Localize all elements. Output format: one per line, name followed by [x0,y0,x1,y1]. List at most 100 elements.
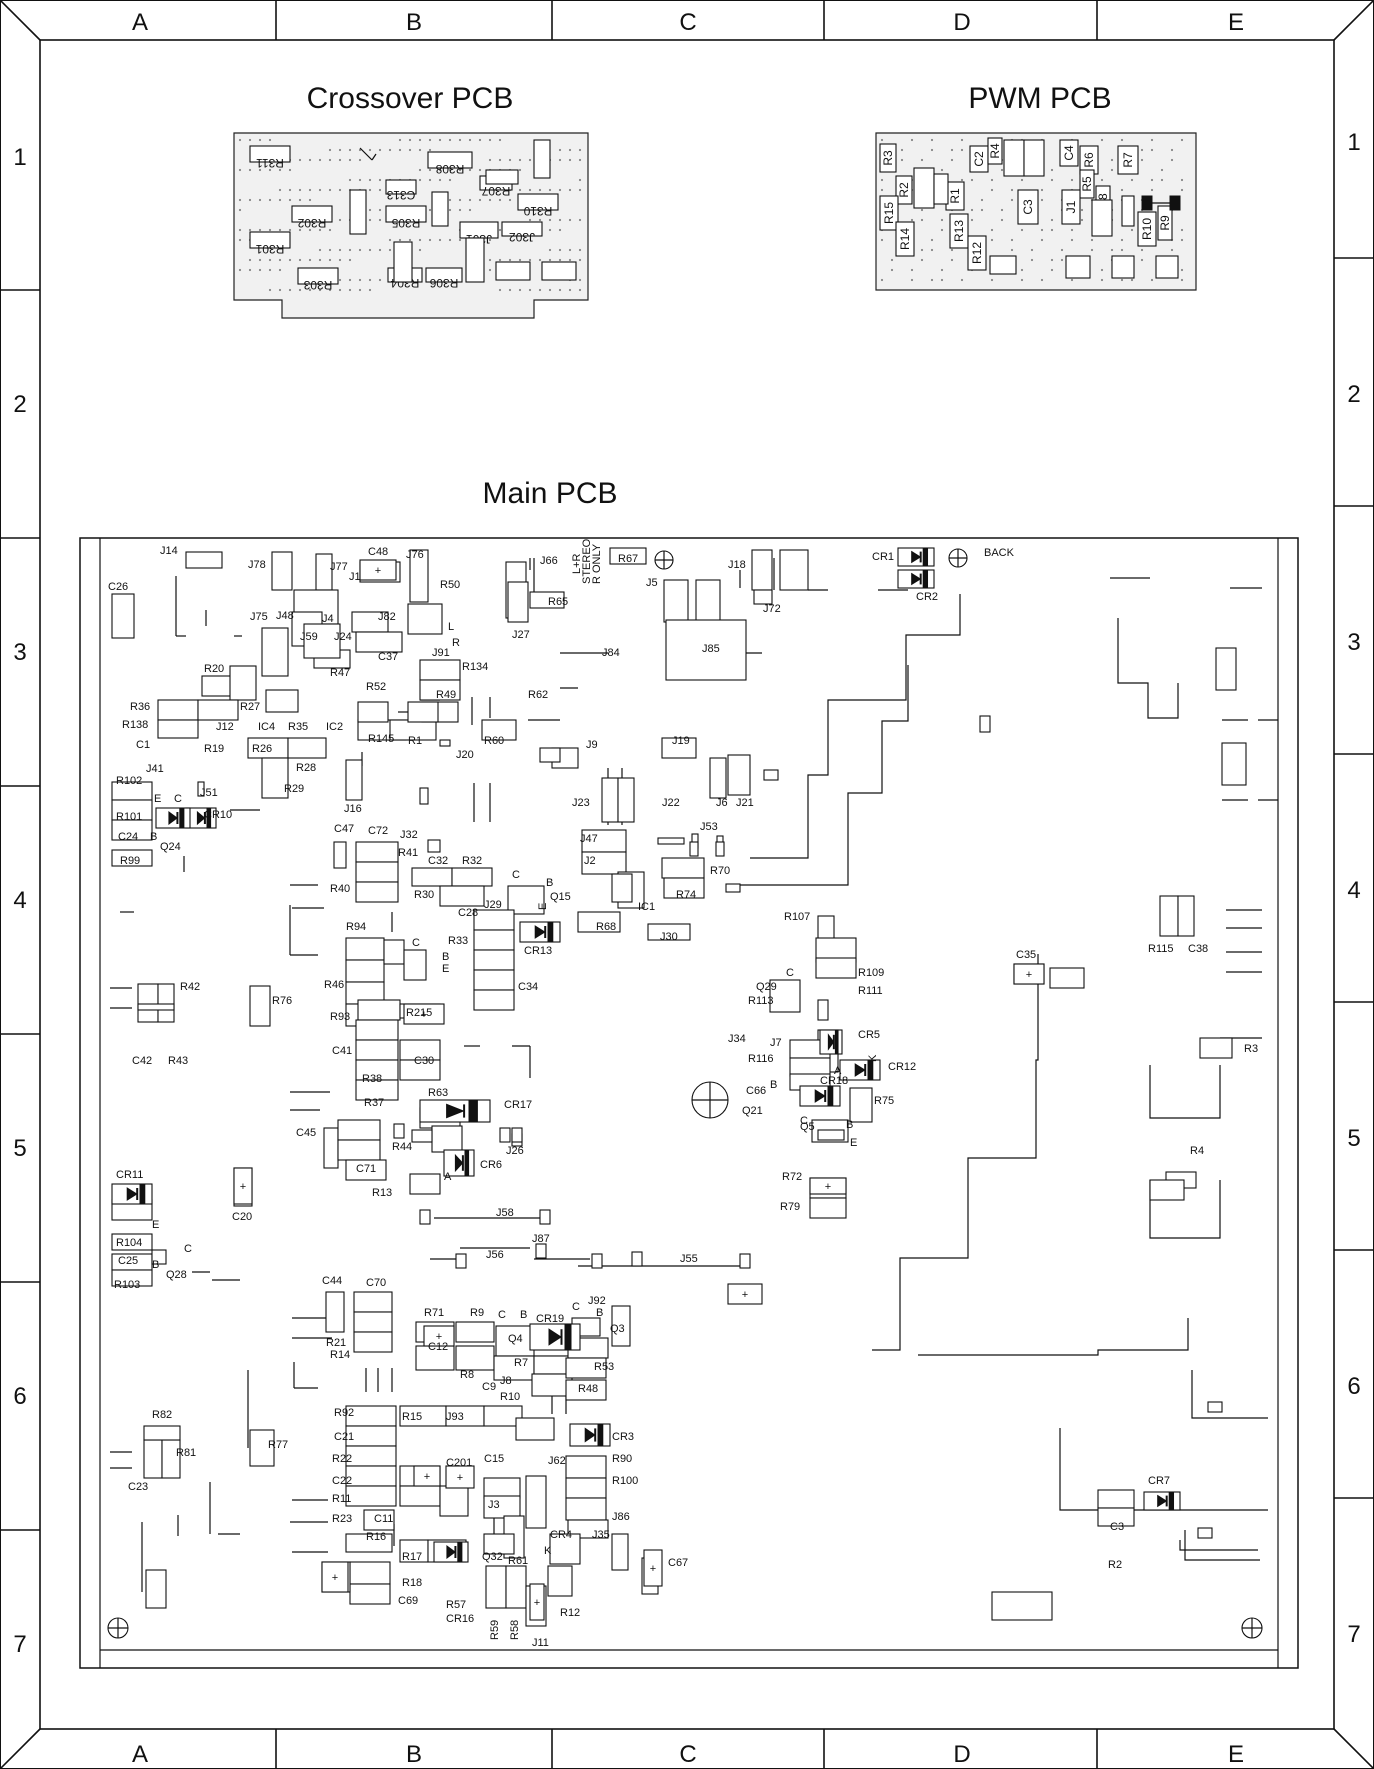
part-ref-label: J82 [378,611,396,623]
component-outline [455,1253,467,1269]
component-outline [185,551,223,569]
component-outline [151,1249,167,1265]
part-ref-label: C [498,1309,506,1321]
component-outline [1097,1507,1135,1527]
component-outline [345,1465,397,1487]
part-ref-label: R15 [402,1411,422,1423]
component-outline [689,841,699,857]
svg-text:+: + [742,1289,748,1301]
part-ref-label: Q24 [160,841,181,853]
resistor-outline [949,213,969,249]
part-ref-label: J92 [588,1295,606,1307]
part-ref-label: R72 [782,1171,802,1183]
crossover-part-label: R306 [429,276,458,290]
component-outline [303,623,341,659]
part-ref-label: J75 [250,611,268,623]
part-ref-label: J47 [580,833,598,845]
pwm-part-label: R2 [897,182,911,198]
component-outline [143,1425,181,1441]
part-ref-label: R47 [330,667,350,679]
component-outline [505,1565,527,1609]
capacitor-icon: + [403,1003,445,1025]
grid-row-4: 4 [13,887,26,914]
grid-row-6: 6 [1347,1373,1360,1400]
pwm-part-label: R12 [970,242,984,264]
component-outline [473,909,515,931]
component-outline [507,581,529,623]
resistor-outline [427,151,473,169]
svg-text:+: + [375,565,381,577]
grid-col-b: B [406,1741,422,1768]
part-ref-label: R18 [402,1577,422,1589]
part-ref-label: R92 [334,1407,354,1419]
part-ref-label: R215 [406,1007,432,1019]
component-outline [355,1019,399,1041]
part-ref-label: C201 [446,1457,472,1469]
main-pcb: ++++++++++++ J14C26J78J77C48J76J1R50J66L… [79,537,1299,1669]
capacitor-icon: + [727,1283,763,1305]
component-outline [473,989,515,1011]
component-outline [355,631,403,653]
part-ref-label: R35 [288,721,308,733]
resistor-outline [1137,211,1157,247]
part-ref-label: C [412,937,420,949]
part-ref-label: R37 [364,1097,384,1109]
component-outline [739,1253,751,1269]
component-outline [493,1355,535,1381]
part-ref-label: R8 [460,1369,474,1381]
component-outline [577,911,621,933]
part-ref-label: CR10 [204,809,232,821]
part-ref-label: R58 [509,1620,521,1640]
component-outline [157,719,199,739]
part-ref-label: E [537,903,549,910]
component-outline [565,1455,607,1479]
part-ref-label: R115 [1148,943,1173,955]
part-ref-label: J19 [672,735,690,747]
part-ref-label: R109 [858,967,884,979]
component-outline [419,679,461,701]
component-outline [265,689,299,713]
resistor-outline [297,267,339,285]
part-ref-label: R41 [398,847,418,859]
part-ref-label: C [184,1243,192,1255]
crossover-part-label: R311 [256,156,284,170]
part-ref-label: R57 [446,1599,466,1611]
diode-icon [433,1541,469,1563]
resistor-outline [249,231,291,249]
diode-icon [839,1059,881,1081]
component-outline [511,1127,523,1143]
part-ref-label: R49 [436,689,456,701]
part-ref-label: C12 [428,1341,448,1353]
crossover-part-label: R301 [255,242,284,256]
component-outline [817,999,829,1021]
part-ref-label: J62 [548,1455,566,1467]
component-outline [357,701,389,723]
part-ref-label: R93 [330,1011,350,1023]
part-ref-label: R48 [578,1383,598,1395]
part-ref-label: R40 [330,883,350,895]
component-outline [1065,255,1091,279]
grid-row-3: 3 [13,639,26,666]
component-outline [325,1291,345,1333]
mounting-hole-icon [654,550,674,570]
component-outline [483,1405,523,1427]
svg-text:+: + [240,1181,246,1193]
crossover-part-label: R305 [391,216,420,230]
part-ref-label: J87 [532,1233,550,1245]
component-outline [541,261,577,281]
component-outline [409,549,429,603]
part-ref-label: C45 [296,1127,316,1139]
component-outline [533,139,551,179]
component-outline [229,665,257,701]
crossover-part-label: R302 [297,216,326,230]
part-ref-label: J34 [728,1033,746,1045]
part-ref-label: R76 [272,995,292,1007]
resistor-outline [895,221,915,257]
part-ref-label: CR7 [1148,1475,1170,1487]
component-outline [751,549,773,591]
part-ref-label: J11 [532,1637,549,1649]
part-ref-label: E [850,1137,857,1149]
component-outline [789,1057,831,1077]
component-outline [1121,195,1135,227]
grid-col-a: A [132,1741,148,1768]
